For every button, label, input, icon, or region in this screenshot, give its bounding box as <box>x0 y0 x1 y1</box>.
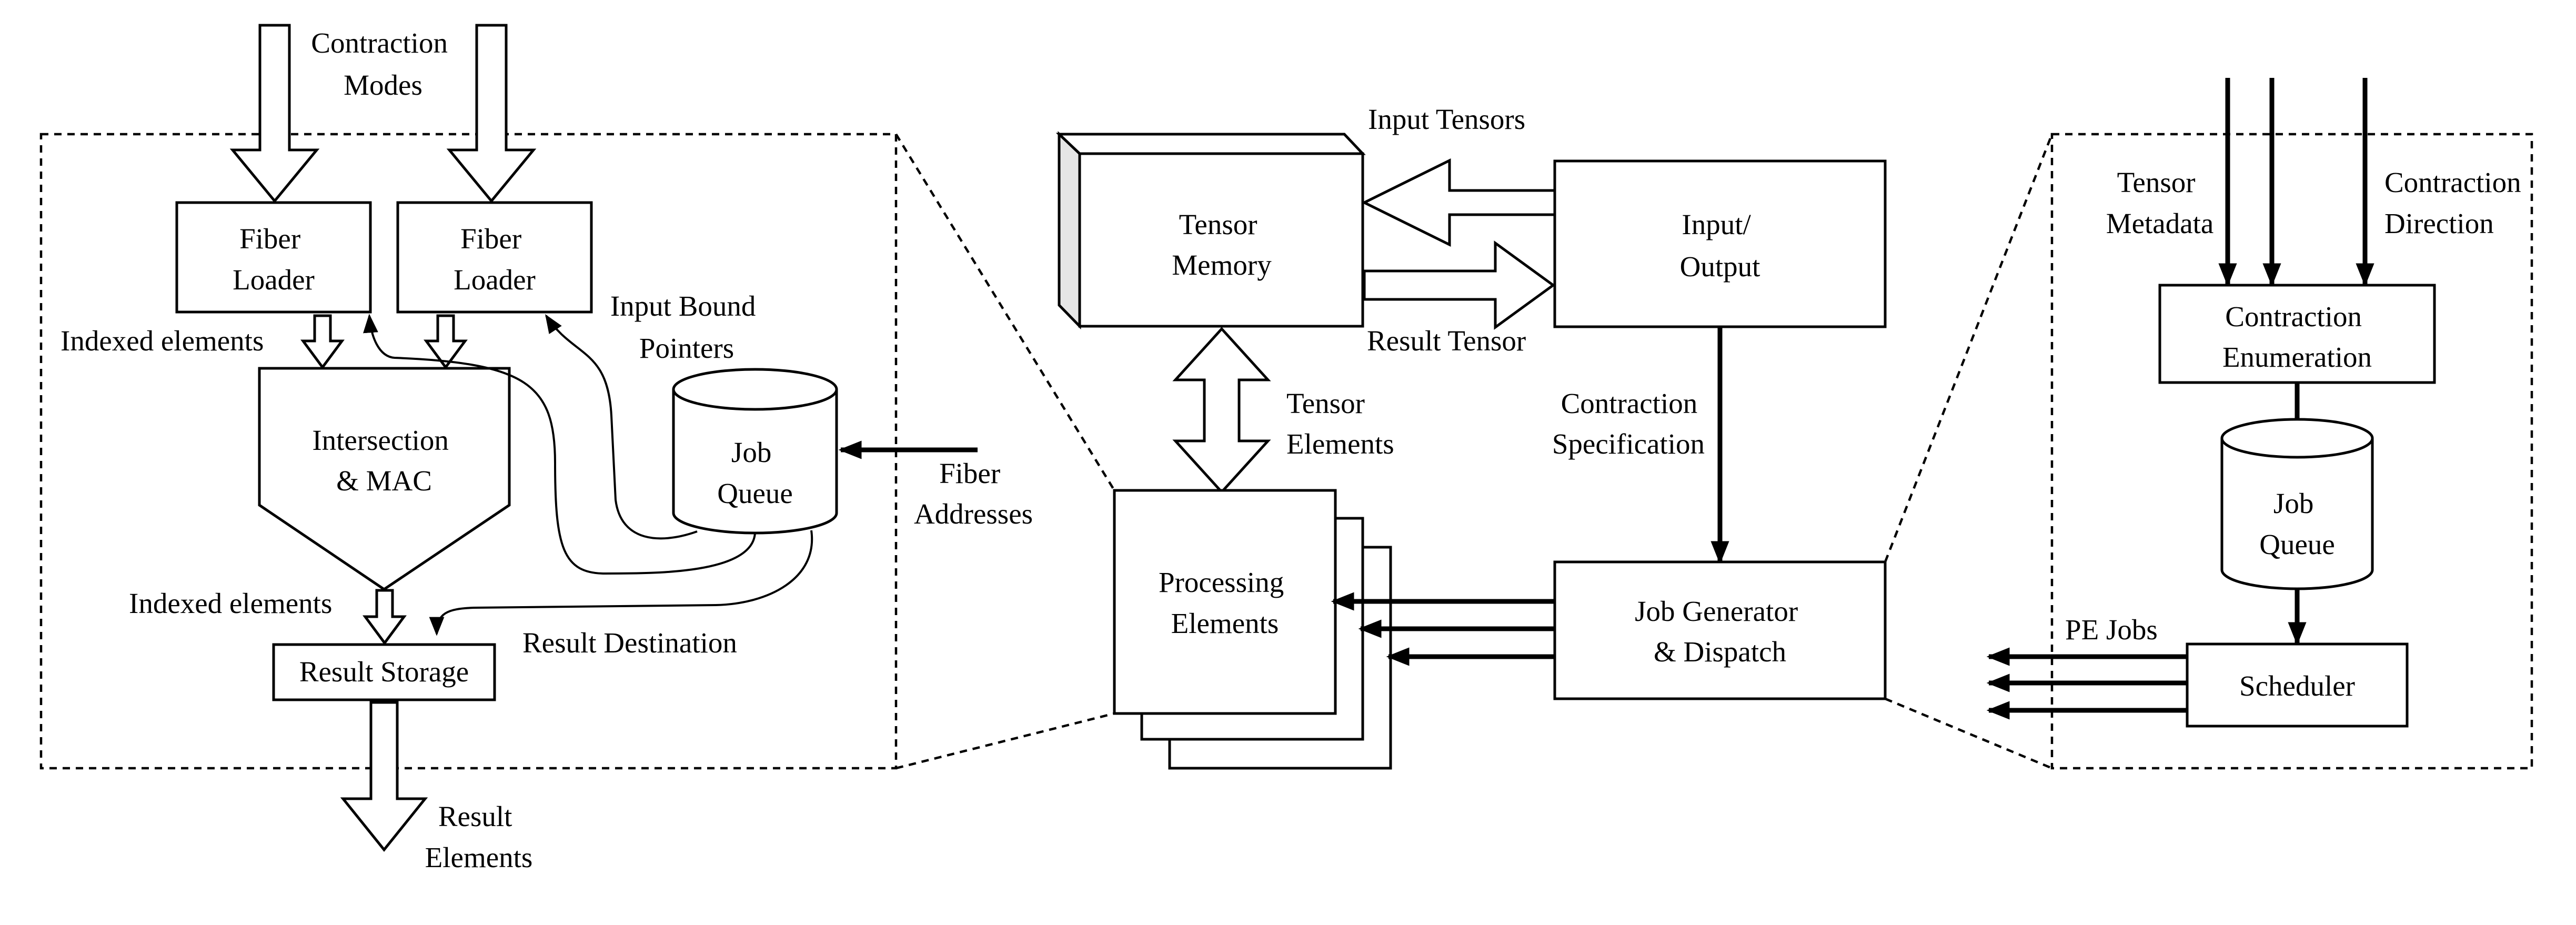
zoom-line-left-bottom <box>895 712 1115 770</box>
fiber-addresses-label: Fiber Addresses <box>914 457 1033 530</box>
contraction-direction-label: Contraction Direction <box>2384 166 2528 239</box>
tensor-memory <box>1078 152 1364 328</box>
input-tensors-arrow <box>1361 158 1556 247</box>
pe-jobs-label: PE Jobs <box>2065 614 2158 646</box>
contraction-enumeration <box>2158 284 2436 384</box>
job-generator-dispatch <box>1553 560 1887 700</box>
tensor-metadata-label: Tensor Metadata <box>2106 166 2214 239</box>
result-destination-label: Result Destination <box>522 627 737 659</box>
tensor-memory-top <box>1055 133 1366 155</box>
queue-to-loader-b-pointer <box>545 314 698 540</box>
input-tensors-label: Input Tensors <box>1368 103 1525 135</box>
fiber-loader-b-label: Fiber Loader <box>454 223 536 296</box>
job-queue-left-top <box>672 368 838 411</box>
contraction-modes-arrow-b <box>446 24 537 203</box>
contraction-enumeration-label: Contraction Enumeration <box>2222 300 2372 373</box>
tensor-memory-side <box>1058 131 1081 330</box>
loader-a-to-intersection-arrow <box>300 314 345 370</box>
intersection-mac-unit <box>258 367 511 591</box>
fiber-loader-a-label: Fiber Loader <box>233 223 315 296</box>
scheduler <box>2186 642 2409 728</box>
job-queue-left-body <box>672 389 838 535</box>
result-tensor-arrow <box>1363 240 1556 330</box>
fiber-loader-b <box>396 201 593 314</box>
job-generator-label: Job Generator & Dispatch <box>1635 595 1805 668</box>
result-tensor-label: Result Tensor <box>1367 325 1526 357</box>
tensor-memory-label: Tensor Memory <box>1172 208 1272 281</box>
zoom-line-right-bottom <box>1885 697 2052 770</box>
job-queue-left-label: Job Queue <box>717 436 793 509</box>
tensor-elements-label: Tensor Elements <box>1286 387 1394 460</box>
scheduler-label: Scheduler <box>2239 670 2355 702</box>
queue-to-result-storage-pointer <box>429 530 813 636</box>
fiber-loader-a <box>175 201 372 314</box>
contraction-modes-arrow-a <box>229 24 320 203</box>
contraction-specification-label: Contraction Specification <box>1552 387 1705 460</box>
result-elements-arrow <box>340 701 428 852</box>
job-queue-right-label: Job Queue <box>2259 487 2335 560</box>
queue-to-loader-a-pointer <box>363 314 756 575</box>
loader-b-to-intersection-arrow <box>424 314 468 370</box>
indexed-elements-bottom-label: Indexed elements <box>129 587 332 619</box>
intersection-to-storage-arrow <box>363 589 407 646</box>
input-output-label: Input/ Output <box>1680 208 1760 283</box>
processing-element-front <box>1113 489 1337 715</box>
zoom-line-left-top <box>895 133 1115 491</box>
right-detail-panel <box>2050 133 2533 770</box>
intersection-mac-label: Intersection & MAC <box>312 424 456 497</box>
tensor-elements-arrow <box>1172 327 1271 494</box>
contraction-modes-label: Contraction Modes <box>311 27 455 101</box>
result-storage-label: Result Storage <box>299 656 469 688</box>
result-elements-label: Result Elements <box>425 800 533 873</box>
input-output-unit <box>1553 159 1887 328</box>
indexed-elements-top-label: Indexed elements <box>61 325 264 357</box>
job-queue-right-top <box>2220 418 2374 459</box>
processing-elements-label: Processing Elements <box>1159 566 1291 639</box>
result-storage <box>272 643 496 701</box>
zoom-line-right-top <box>1884 134 2054 562</box>
input-bound-pointers-label: Input Bound Pointers <box>610 290 763 364</box>
